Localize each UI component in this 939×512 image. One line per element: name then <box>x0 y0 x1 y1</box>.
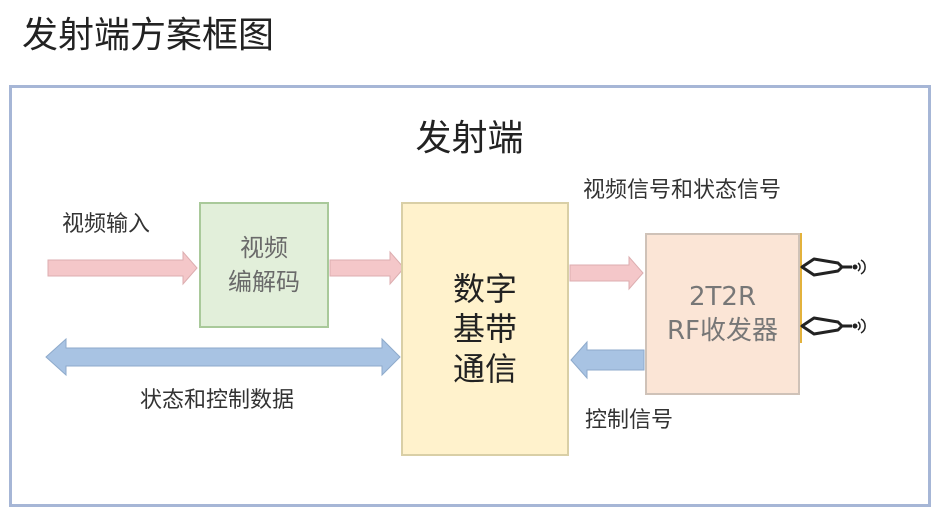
arrow-rf-to-baseband <box>570 340 645 380</box>
video-codec-line1: 视频 <box>240 234 288 262</box>
diagram-frame <box>9 85 931 507</box>
baseband-line3: 通信 <box>452 350 517 388</box>
rf-transceiver-block: 2T2R RF收发器 <box>645 233 800 395</box>
label-status-control-data: 状态和控制数据 <box>140 388 295 413</box>
label-video-status-signal: 视频信号和状态信号 <box>583 178 782 203</box>
rf-line1: 2T2R <box>688 282 757 312</box>
arrow-codec-to-baseband <box>329 250 405 286</box>
arrow-video-input <box>47 250 198 286</box>
page-title: 发射端方案框图 <box>22 15 275 56</box>
rf-line2: RF收发器 <box>666 316 779 346</box>
baseband-block: 数字 基带 通信 <box>401 202 569 456</box>
arrow-baseband-to-rf <box>569 255 644 291</box>
video-codec-line2: 编解码 <box>228 268 300 296</box>
frame-title: 发射端 <box>415 118 524 159</box>
antenna-port-bar <box>800 233 802 343</box>
antenna-icon <box>800 257 866 277</box>
video-codec-block: 视频 编解码 <box>199 202 329 328</box>
baseband-line2: 基带 <box>452 310 517 348</box>
label-control-signal: 控制信号 <box>585 408 674 433</box>
baseband-line1: 数字 <box>452 270 517 308</box>
antenna-icon <box>800 316 866 336</box>
label-video-input: 视频输入 <box>62 212 151 237</box>
arrow-status-control-bidirectional <box>45 337 401 377</box>
